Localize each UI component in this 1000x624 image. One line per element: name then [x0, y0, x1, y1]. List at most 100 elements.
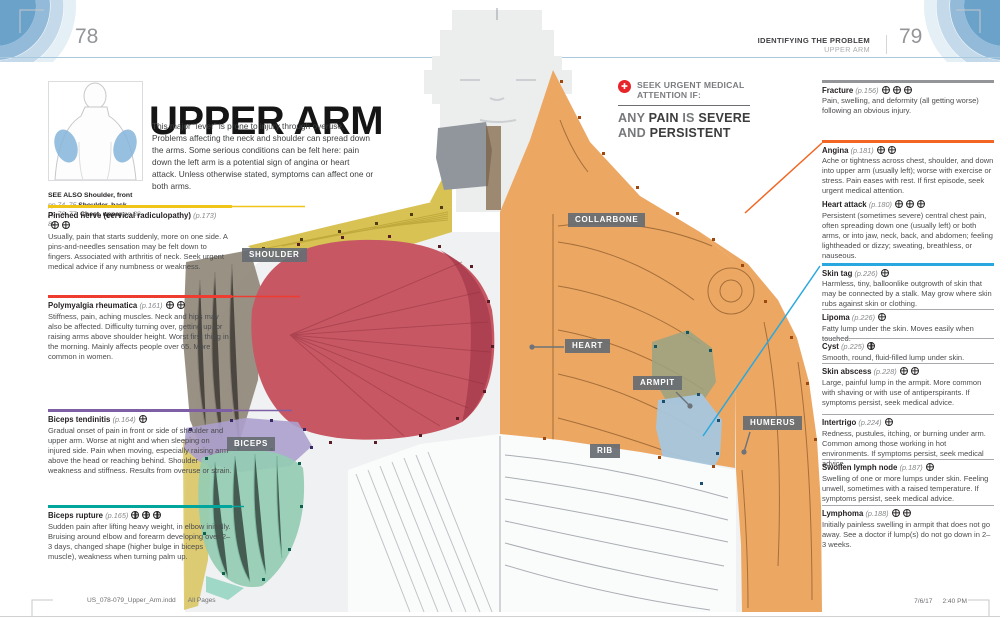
severity-icons [892, 200, 925, 209]
condition-name: Skin abscess [822, 367, 872, 376]
footer-file-info: US_078-079_Upper_Arm.indd All Pages [87, 597, 216, 604]
condition-heading: Intertrigo (p.224) [822, 418, 994, 428]
entry-leader-lines [232, 142, 823, 508]
severity-icon [903, 85, 912, 94]
condition-description: Harmless, tiny, balloonlike outgrowth of… [822, 279, 992, 309]
urgent-connector: AND [618, 126, 650, 141]
severity-icon [880, 268, 889, 277]
see-also-name: Chest, upper [80, 211, 124, 219]
entry-color-rule [822, 263, 994, 266]
condition-name: Biceps tendinitis [48, 415, 111, 424]
severity-icon [916, 200, 925, 208]
urgent-keyword: PERSISTENT [649, 126, 731, 141]
condition-heading: Skin abscess (p.228) [822, 367, 994, 377]
condition-description: Large, painful lump in the armpit. More … [822, 377, 982, 407]
intro-paragraph: This major “lever” is prone to injury th… [152, 121, 374, 192]
footer-file-name: US_078-079_Upper_Arm.indd [87, 597, 176, 604]
severity-icon [876, 145, 885, 154]
severity-icon [884, 418, 893, 426]
entry-color-rule [822, 140, 994, 143]
urgent-keyword: PAIN [648, 110, 679, 125]
condition-entry-biceps-tendinitis: Biceps tendinitis (p.164) Gradual onset … [48, 409, 232, 475]
corner-arc-decoration-left [0, 0, 76, 62]
urgent-underline [618, 104, 750, 106]
condition-description: Stiffness, pain, aching muscles. Neck an… [48, 311, 229, 361]
condition-description: Usually, pain that starts suddenly, more… [48, 231, 228, 271]
region-pectoral-red [251, 239, 495, 440]
severity-icon [899, 367, 908, 375]
severity-icon [138, 415, 147, 423]
condition-description: Sudden pain after lifting heavy weight, … [48, 521, 231, 561]
condition-description: Redness, pustules, itching, or burning u… [822, 428, 986, 468]
condition-heading: Lymphoma (p.188) [822, 509, 994, 519]
condition-entry-cyst: Cyst (p.225) Smooth, round, fluid-filled… [822, 338, 994, 363]
condition-name: Polymyalgia rheumatica [48, 301, 138, 310]
condition-page-ref: (p.173) [193, 211, 217, 220]
severity-icon [867, 342, 876, 350]
severity-icons [875, 313, 887, 322]
severity-icon [62, 220, 70, 229]
footer-time: 2:40 PM [942, 598, 967, 605]
face-lines [460, 79, 536, 123]
region-biceps-green [198, 449, 305, 600]
condition-heading: Skin tag (p.226) [822, 268, 994, 279]
condition-heading: Polymyalgia rheumatica (p.161) [48, 301, 232, 311]
severity-icon [892, 85, 901, 94]
severity-icon [176, 301, 185, 309]
condition-description: Initially painless swelling in armpit th… [822, 519, 991, 549]
severity-icon [887, 145, 896, 154]
entry-color-rule [822, 505, 994, 506]
severity-icon [925, 463, 934, 471]
condition-name: Lipoma [822, 313, 850, 322]
condition-page-ref: (p.164) [112, 415, 136, 424]
entry-color-rule [822, 414, 994, 415]
condition-page-ref: (p.226) [854, 268, 878, 278]
footer-pages-note: All Pages [187, 597, 216, 604]
condition-name: Cyst [822, 342, 839, 351]
severity-icons [882, 418, 893, 427]
entry-color-rule [822, 309, 994, 310]
anatomy-label-shoulder: SHOULDER [242, 248, 307, 262]
severity-icons [48, 220, 70, 230]
entry-color-rule [48, 295, 232, 298]
severity-icons [897, 367, 919, 376]
severity-icons [128, 511, 162, 520]
see-also-thumbnail [48, 81, 143, 181]
condition-page-ref: (p.226) [851, 313, 876, 322]
severity-icon [881, 85, 890, 94]
severity-icons [163, 301, 185, 310]
urgent-attention-block: SEEK URGENT MEDICAL ATTENTION IF: ANY PA… [618, 80, 803, 141]
severity-icons [136, 415, 147, 424]
condition-page-ref: (p.187) [899, 463, 923, 472]
condition-description: Smooth, round, fluid-filled lump under s… [822, 352, 965, 362]
page-number-left: 78 [75, 25, 99, 48]
see-also-name: Shoulder, front [84, 191, 133, 199]
highlight-right-upper-arm [113, 129, 137, 163]
condition-name: Pinched nerve (cervical radiculopathy) [48, 211, 191, 220]
condition-entry-biceps-rupture: Biceps rupture (p.165) Sudden pain after… [48, 505, 232, 562]
condition-name: Heart attack [822, 200, 867, 209]
medical-cross-icon [618, 80, 631, 93]
condition-heading: Angina (p.181) [822, 145, 994, 156]
condition-entry-intertrigo: Intertrigo (p.224) Redness, pustules, it… [822, 414, 994, 469]
condition-entry-skin-abscess: Skin abscess (p.228) Large, painful lump… [822, 363, 994, 408]
severity-icon [153, 511, 162, 519]
condition-entry-swollen-lymph-node: Swollen lymph node (p.187) Swelling of o… [822, 459, 994, 504]
condition-entry-fracture: Fracture (p.156) Pain, swelling, and def… [822, 80, 994, 116]
condition-heading: Biceps rupture (p.165) [48, 511, 232, 521]
thumbnail-torso-figure [54, 82, 137, 180]
condition-heading: Fracture (p.156) [822, 85, 994, 96]
see-also-label: SEE ALSO [48, 191, 83, 199]
condition-name: Intertrigo [822, 418, 857, 427]
condition-description: Ache or tightness across chest, shoulder… [822, 156, 994, 196]
anatomy-label-biceps: BICEPS [227, 437, 275, 451]
condition-heading: Biceps tendinitis (p.164) [48, 415, 232, 425]
urgent-connector: IS [678, 110, 699, 125]
condition-name: Angina [822, 145, 849, 155]
anatomy-label-rib: RIB [590, 444, 620, 458]
entry-color-rule [822, 459, 994, 460]
entry-color-rule [48, 205, 232, 208]
